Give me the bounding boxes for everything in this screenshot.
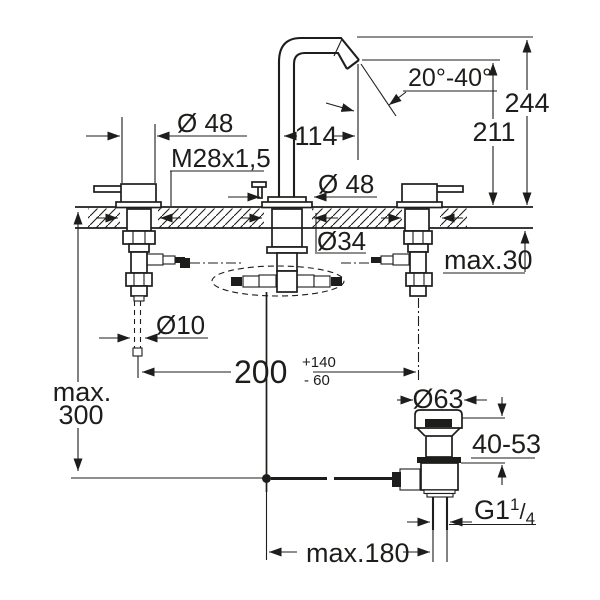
- drain-upper-tube: [425, 435, 453, 458]
- right-valve: [371, 183, 464, 380]
- drain-washer-flange: [417, 457, 461, 463]
- tee-right-fitting: [296, 274, 315, 288]
- dimension-labels: 20°-40° 244 211 114 Ø 48 M28x1,5 Ø 48 Ø3…: [53, 64, 550, 568]
- drain-thread-main: G1: [474, 495, 510, 525]
- left-valve-shank: [126, 208, 152, 232]
- drain-ring: [426, 492, 454, 498]
- right-valve-neck: [407, 243, 429, 253]
- drain-body: [420, 462, 459, 491]
- tee-left-fitting: [258, 274, 277, 288]
- dim-max-drain-offset: max.180: [306, 538, 410, 568]
- right-valve-body: [409, 251, 427, 274]
- drain-thread-sup: 1: [510, 495, 519, 514]
- drain-assembly: [392, 409, 463, 562]
- right-hose-fitting: [380, 255, 394, 265]
- dim-handle-diameter-left: Ø 48: [177, 108, 233, 138]
- popup-knob-cap: [251, 181, 267, 188]
- drain-thread-slash: /: [520, 499, 527, 524]
- right-valve-shank: [404, 208, 430, 232]
- left-hose-fitting: [146, 253, 164, 266]
- left-handle-lever: [93, 185, 124, 193]
- dim-drain-flange-diameter: Ø63: [412, 384, 463, 414]
- left-valve: [93, 183, 185, 357]
- drain-plug: [425, 419, 452, 427]
- spout-lower-body: [276, 252, 298, 272]
- dim-clamping-range: 40-53: [472, 429, 541, 459]
- tee-left-cap: [231, 277, 242, 286]
- deck-hatch-segment: [312, 208, 402, 228]
- dim-hole-spacing: 200: [234, 354, 287, 390]
- right-handle-base: [396, 201, 443, 209]
- dimension-lines: [71, 36, 536, 560]
- tee-right-cap: [331, 277, 342, 286]
- dim-total-height: 244: [504, 88, 549, 118]
- left-handle-base: [115, 201, 162, 209]
- spout-outlet-face: [346, 59, 360, 70]
- spout-shank-flange: [266, 246, 308, 254]
- spout-inner-wall: [292, 51, 348, 202]
- left-handle-body: [120, 183, 157, 204]
- dim-handle-diameter-center: Ø 48: [318, 169, 374, 199]
- right-hose-fitting: [392, 253, 410, 266]
- right-handle-body: [401, 183, 438, 204]
- right-mounting-nut: [403, 230, 433, 245]
- rod-end: [132, 347, 143, 357]
- spout-stream-ray: [360, 63, 397, 117]
- spout-cut-line: [333, 38, 343, 57]
- dim-drain-thread: G11/4: [474, 495, 535, 528]
- left-valve-body: [130, 251, 148, 274]
- right-hose-cap: [371, 257, 381, 263]
- spout-base-lower: [261, 201, 313, 209]
- drain-rod-connector-cap: [392, 472, 401, 487]
- tee-left-fitting: [242, 275, 260, 288]
- drain-thread-sub: 4: [526, 509, 535, 528]
- left-valve-neck: [128, 243, 150, 253]
- ball-joint: [262, 474, 271, 483]
- spout-outer-wall: [277, 36, 360, 202]
- dim-thread-size: M28x1,5: [171, 143, 271, 173]
- tee-center-block: [276, 270, 298, 293]
- left-lower-nut: [125, 272, 153, 287]
- dim-spout-reach: 114: [294, 121, 337, 151]
- dim-max-deck-thickness: max.30: [444, 245, 533, 275]
- hose-end-cap: [180, 258, 190, 268]
- left-mounting-nut: [122, 230, 156, 245]
- left-valve-tail: [130, 285, 148, 297]
- dim-hole-spacing-tol-minus: - 60: [304, 372, 330, 389]
- dim-hole-spacing-tol-plus: +140: [302, 354, 336, 371]
- hose-connections: [180, 258, 369, 297]
- dim-rod-diameter: Ø10: [156, 310, 205, 340]
- left-valve-tip: [133, 295, 145, 302]
- popup-linkage: [262, 292, 400, 492]
- right-valve-tail: [409, 285, 427, 297]
- tee-right-fitting: [313, 275, 331, 288]
- dim-hole-diameter: Ø34: [317, 226, 366, 256]
- spout-assembly: [251, 36, 360, 272]
- left-hose-fitting: [162, 255, 176, 265]
- dim-spout-height: 211: [472, 117, 515, 147]
- dim-max-depth-value: 300: [58, 400, 103, 430]
- deck-hatch-segment: [158, 208, 264, 228]
- right-handle-lever: [433, 185, 464, 193]
- right-lower-nut: [405, 272, 433, 287]
- dim-max-depth-word: max.: [53, 377, 112, 407]
- dim-angle-range: 20°-40°: [408, 64, 492, 92]
- drain-rod-connector: [399, 468, 421, 491]
- detail-ellipse: [211, 265, 345, 297]
